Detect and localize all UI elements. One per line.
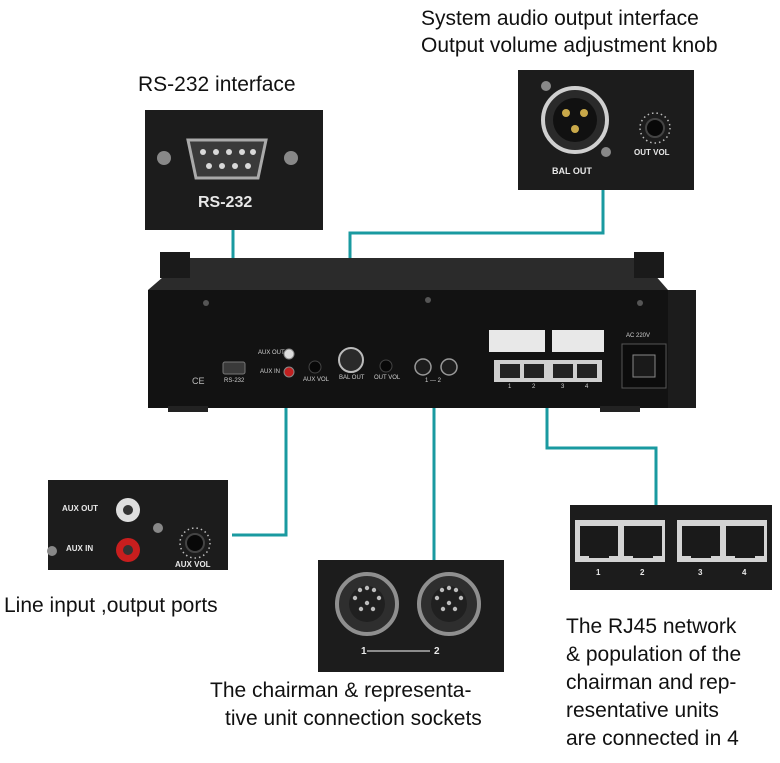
caption-rj45-line5: are connected in 4: [566, 727, 739, 750]
caption-line-io: Line input ,output ports: [4, 594, 218, 617]
device-bal-out-label: BAL OUT: [339, 375, 365, 381]
caption-rs232: RS-232 interface: [138, 73, 296, 96]
device-aux-out-label: AUX OUT: [258, 350, 285, 356]
xlr-screw-top: [541, 81, 551, 91]
device-screw-1: [203, 300, 209, 306]
rj45-jack-1: [580, 526, 618, 556]
device-rear-panel: [148, 290, 696, 408]
device-power-socket: [632, 354, 656, 378]
device-aux-in-label: AUX IN: [260, 369, 281, 375]
caption-output-line2: Output volume adjustment knob: [421, 34, 718, 57]
bal-out-panel-label: BAL OUT: [552, 166, 592, 176]
device-rj45-label-2: 2: [532, 384, 536, 390]
aux-panel-screw-left: [47, 546, 57, 556]
caption-rj45-line1: The RJ45 network: [566, 615, 737, 638]
rj45-label-4: 4: [742, 568, 747, 577]
device-rj45-port-1: [500, 364, 520, 378]
aux-out-panel-label: AUX OUT: [62, 504, 98, 513]
device-screw-2: [425, 297, 431, 303]
device-rj45-port-3: [553, 364, 573, 378]
device-out-vol-knob: [379, 359, 393, 373]
rj45-jack-3: [682, 526, 720, 556]
rj45-label-1: 1: [596, 568, 601, 577]
rs232-panel: [145, 110, 323, 230]
caption-rj45-line4: resentative units: [566, 699, 719, 722]
din-panel: [318, 560, 504, 672]
bal-out-panel: [518, 70, 694, 190]
device-warning-label-2: [552, 330, 604, 352]
device-din-socket-1: [414, 358, 432, 376]
device-rj45-label-3: 3: [561, 384, 565, 390]
device-power-label: AC 220V: [626, 333, 651, 339]
caption-rj45-line2: & population of the: [566, 643, 742, 666]
rs232-panel-label: RS-232: [198, 194, 253, 211]
device-rs232-port: [222, 361, 246, 375]
caption-output-line1: System audio output interface: [421, 7, 699, 30]
aux-panel: [47, 480, 228, 570]
device-warning-label-1: [489, 330, 545, 352]
device-bal-out-xlr: [338, 347, 364, 373]
device-mount-ear-left: [160, 252, 190, 278]
device-rs232-label: RS-232: [224, 378, 245, 384]
device-out-vol-label: OUT VOL: [374, 375, 401, 381]
out-vol-knob: [645, 118, 665, 138]
caption-chairman-line2: tive unit connection sockets: [225, 707, 482, 730]
din-label-2: 2: [434, 646, 440, 657]
device-din-label: 1 — 2: [425, 378, 442, 384]
rj45-label-3: 3: [698, 568, 703, 577]
device-right-side: [668, 290, 696, 408]
out-vol-panel-label: OUT VOL: [634, 148, 670, 157]
aux-in-panel-label: AUX IN: [66, 544, 94, 553]
din-label-1: 1: [361, 646, 367, 657]
rj45-jack-2: [624, 526, 662, 556]
rs232-screw-right: [284, 151, 298, 165]
device-rj45-block: [494, 360, 602, 382]
device-top-lid: [148, 258, 668, 290]
aux-vol-panel-label: AUX VOL: [175, 560, 211, 569]
xlr-screw-bottom: [601, 147, 611, 157]
device-rj45-label-1: 1: [508, 384, 512, 390]
rack-device: [148, 252, 696, 412]
caption-chairman-line1: The chairman & representa-: [210, 679, 472, 702]
device-din-socket-2: [440, 358, 458, 376]
rj45-jack-4: [726, 526, 764, 556]
device-rj45-port-4: [577, 364, 597, 378]
device-mount-ear-right: [634, 252, 664, 278]
device-foot-left: [168, 406, 208, 412]
device-aux-out-jack: [283, 348, 295, 360]
device-rj45-port-2: [524, 364, 544, 378]
aux-vol-knob: [185, 533, 205, 553]
device-aux-vol-label: AUX VOL: [303, 377, 330, 383]
device-rj45-label-4: 4: [585, 384, 589, 390]
device-foot-right: [600, 406, 640, 412]
rj45-label-2: 2: [640, 568, 645, 577]
device-aux-vol-knob: [308, 360, 322, 374]
line-io-connector-line: [232, 380, 288, 537]
device-aux-in-jack: [283, 366, 295, 378]
aux-panel-screw: [153, 523, 163, 533]
rs232-screw-left: [157, 151, 171, 165]
device-screw-3: [637, 300, 643, 306]
rs232-db9-connector: [186, 138, 268, 180]
rj45-panel: [570, 505, 772, 590]
caption-rj45-line3: chairman and rep-: [566, 671, 737, 694]
rj45-connector-line: [545, 385, 658, 505]
device-ce-mark: CE: [192, 376, 205, 386]
